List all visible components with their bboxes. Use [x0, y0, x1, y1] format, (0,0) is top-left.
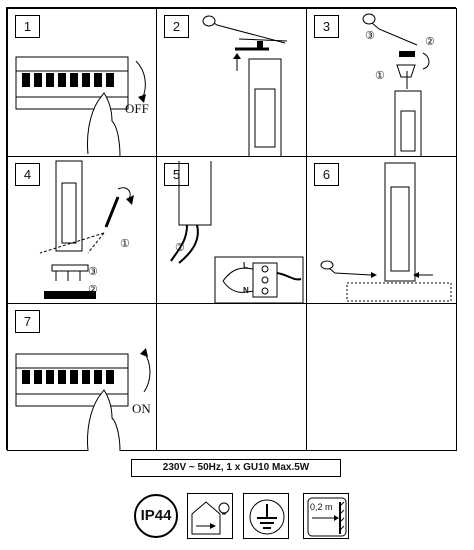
- step-7-panel: 7 ON: [7, 303, 157, 452]
- distance-label: 0,2 m: [310, 502, 333, 512]
- mount-post-illustration: [320, 162, 452, 302]
- step-number: 6: [314, 163, 339, 186]
- wiring-illustration: [170, 161, 304, 304]
- step-number: 1: [15, 15, 40, 38]
- marker-2: ②: [88, 284, 98, 296]
- step-3-panel: 3 ③ ② ①: [306, 8, 457, 158]
- off-label: OFF: [125, 101, 149, 116]
- marker-2: ②: [425, 36, 435, 48]
- step-4-panel: 4 ① ③ ②: [7, 156, 157, 304]
- earth-ground-icon: [243, 493, 289, 539]
- step-number: 3: [314, 15, 339, 38]
- marker-3: ③: [365, 30, 375, 42]
- instruction-grid: 1 OFF 2: [6, 7, 457, 452]
- min-distance-icon: 0,2 m: [303, 493, 349, 539]
- replace-bulb-illustration: [362, 13, 430, 158]
- step-6-panel: 6: [306, 156, 457, 304]
- empty-panel: [306, 303, 457, 451]
- empty-panel: [156, 303, 307, 451]
- step-1-panel: 1 OFF: [7, 8, 157, 158]
- step-5-panel: 5 ② L N: [156, 156, 307, 304]
- breaker-on-illustration: [15, 348, 151, 452]
- step-number: 7: [15, 310, 40, 333]
- breaker-off-illustration: [15, 56, 146, 158]
- marker-2: ②: [175, 242, 185, 254]
- step-number: 2: [164, 15, 189, 38]
- marker-1: ①: [120, 238, 130, 250]
- on-label: ON: [132, 401, 151, 416]
- marker-1: ①: [375, 70, 385, 82]
- remove-cover-illustration: [202, 15, 288, 158]
- unscrew-base-illustration: [39, 160, 134, 299]
- step-2-panel: 2: [156, 8, 307, 158]
- step-number: 4: [15, 163, 40, 186]
- step-number: 5: [164, 163, 189, 186]
- marker-3: ③: [88, 266, 98, 278]
- ip-rating-badge: IP44: [134, 494, 178, 538]
- terminal-n: N: [243, 286, 249, 295]
- electrical-spec: 230V ~ 50Hz, 1 x GU10 Max.5W: [131, 459, 341, 477]
- terminal-l: L: [243, 261, 248, 270]
- house-lamp-icon: [187, 493, 233, 539]
